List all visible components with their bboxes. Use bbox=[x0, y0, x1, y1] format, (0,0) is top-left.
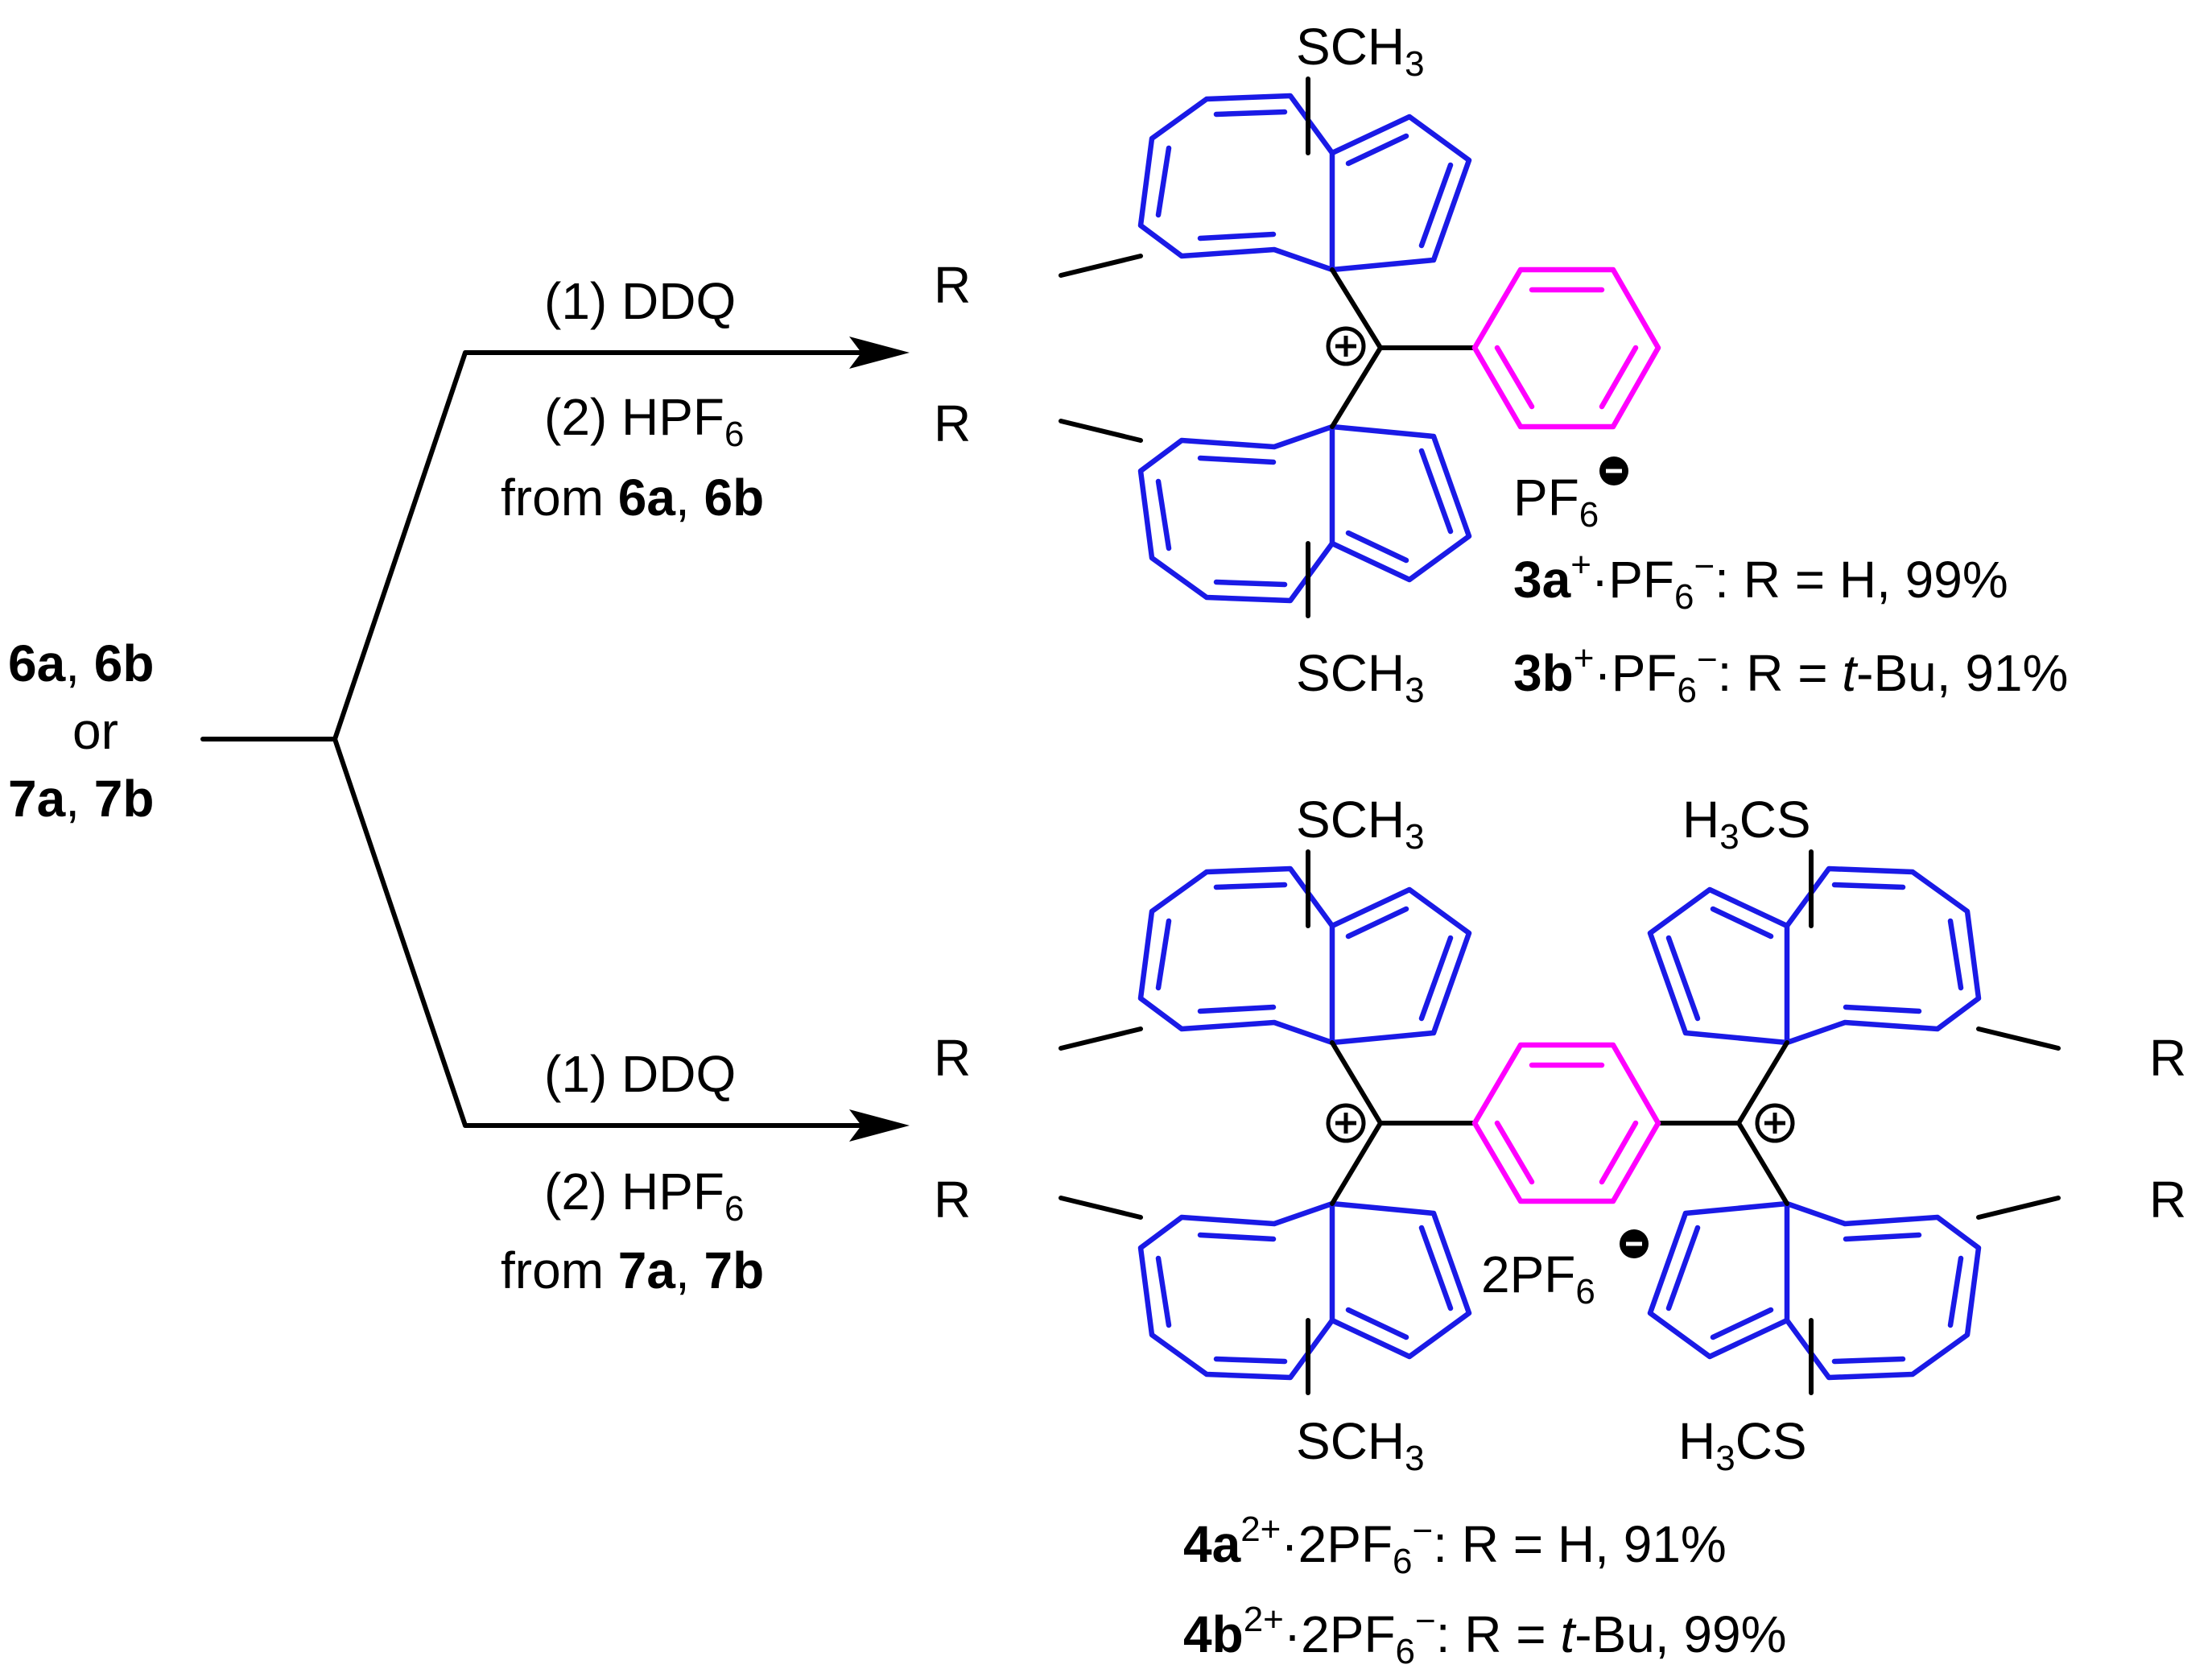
cation-plus-left-4 bbox=[1328, 1105, 1364, 1141]
from-7a-7b: from 7a, 7b bbox=[501, 1241, 764, 1299]
counterion-2pf6-4: 2PF6 bbox=[1481, 1245, 1595, 1311]
compound-7a: 7a bbox=[8, 770, 66, 828]
counterion-pf6-3: PF6 bbox=[1513, 469, 1599, 535]
cation-plus-3 bbox=[1328, 328, 1364, 364]
product-3a-line: 3a+·PF6−: R = H, 99% bbox=[1513, 545, 2008, 617]
product-3b-line: 3b+·PF6−: R = t-Bu, 91% bbox=[1513, 638, 2068, 710]
azulene-lower-3 bbox=[1141, 427, 1469, 601]
phenyl-ring-3 bbox=[1471, 266, 1661, 430]
azulene-upper-3 bbox=[1141, 96, 1469, 270]
anion-minus-3 bbox=[1599, 456, 1628, 485]
step2-hpf6-bottom: (2) HPF6 bbox=[544, 1163, 744, 1229]
sch3-bottom-3: SCH3 bbox=[1296, 644, 1425, 710]
branch-lines bbox=[200, 350, 876, 1128]
product-3-structure bbox=[1059, 76, 1661, 618]
step1-ddq-top: (1) DDQ bbox=[544, 272, 736, 330]
product-4-structure bbox=[1059, 849, 2061, 1395]
arrowhead-top bbox=[849, 337, 910, 369]
sch3-top-3: SCH3 bbox=[1296, 18, 1425, 84]
anion-minus-4 bbox=[1620, 1229, 1649, 1258]
r-upper-right-4: R bbox=[2149, 1029, 2186, 1087]
r-lower-3: R bbox=[934, 394, 971, 452]
azulene-lower-right-4 bbox=[1650, 1204, 1979, 1378]
compound-6b: 6b bbox=[94, 634, 155, 692]
r-lower-right-4: R bbox=[2149, 1171, 2186, 1229]
azulene-lower-left-4 bbox=[1141, 1204, 1469, 1378]
azulene-upper-left-4 bbox=[1141, 869, 1469, 1043]
product-4b-line: 4b2+·2PF6−: R = t-Bu, 99% bbox=[1183, 1600, 1786, 1671]
arrowhead-bottom bbox=[849, 1109, 910, 1142]
phenylene-ring-4 bbox=[1471, 1042, 1661, 1204]
from-6a-6b: from 6a, 6b bbox=[501, 469, 764, 527]
r-upper-left-4: R bbox=[934, 1029, 971, 1087]
azulene-upper-right-4 bbox=[1650, 869, 1979, 1043]
conditions-top: (1) DDQ (2) HPF6 from 6a, 6b bbox=[501, 272, 764, 527]
sch3-bottom-left-4: SCH3 bbox=[1296, 1412, 1425, 1478]
product-3-labels: SCH3 SCH3 R R PF6 3a+·PF6−: R = H, 99% 3… bbox=[934, 18, 2068, 710]
cation-plus-right-4 bbox=[1757, 1105, 1793, 1141]
product-4a-line: 4a2+·2PF6−: R = H, 91% bbox=[1183, 1510, 1727, 1581]
compound-6a: 6a bbox=[8, 634, 66, 692]
svg-text:6a, 6b: 6a, 6b bbox=[8, 634, 154, 692]
r-upper-3: R bbox=[934, 256, 971, 314]
starting-material-label: 6a, 6b or 7a, 7b bbox=[8, 634, 154, 828]
svg-text:7a, 7b: 7a, 7b bbox=[8, 770, 154, 828]
sch3-top-left-4: SCH3 bbox=[1296, 791, 1425, 857]
product-4-labels: SCH3 SCH3 H3CS H3CS R R R R 2PF6 4a2+·2P… bbox=[934, 791, 2186, 1671]
conditions-bottom: (1) DDQ (2) HPF6 from 7a, 7b bbox=[501, 1045, 764, 1299]
compound-7b: 7b bbox=[94, 770, 155, 828]
h3cs-bottom-right-4: H3CS bbox=[1678, 1412, 1807, 1478]
h3cs-top-right-4: H3CS bbox=[1682, 791, 1811, 857]
step2-hpf6-top: (2) HPF6 bbox=[544, 388, 744, 454]
step1-ddq-bottom: (1) DDQ bbox=[544, 1045, 736, 1103]
or-label: or bbox=[72, 702, 118, 760]
r-lower-left-4: R bbox=[934, 1171, 971, 1229]
